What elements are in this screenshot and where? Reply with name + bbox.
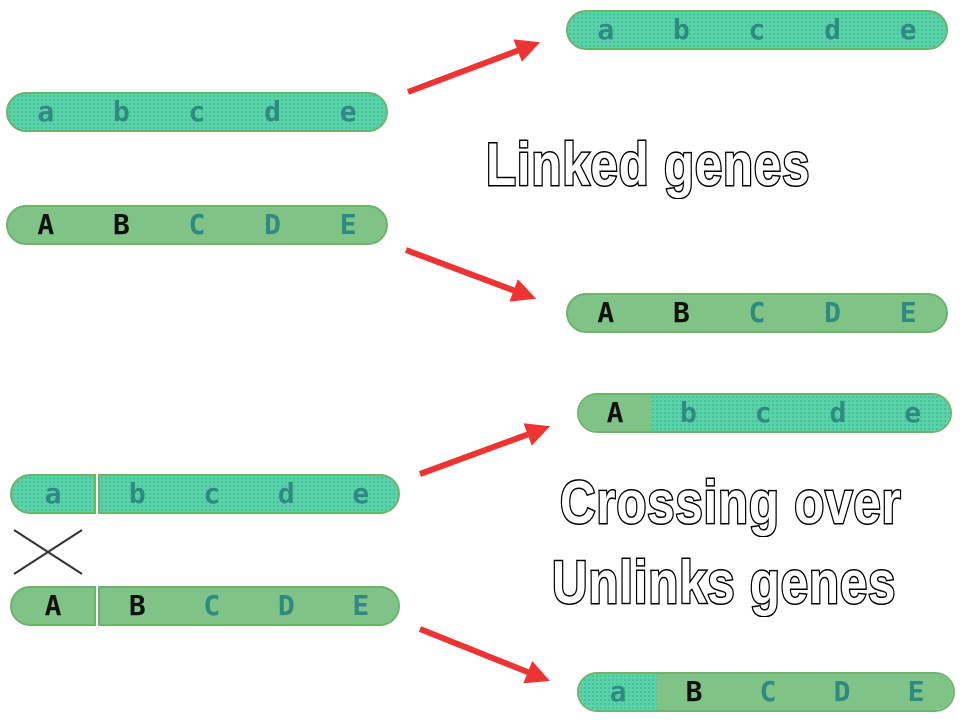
- gene-label: d: [824, 13, 841, 46]
- gene-label: b: [112, 95, 130, 128]
- gene-label: d: [277, 477, 295, 510]
- gene-label: a: [44, 477, 62, 510]
- gene-label: b: [128, 477, 146, 510]
- arrow-to-top-lowercase: [406, 39, 541, 95]
- crossover-mark-icon: [13, 529, 83, 575]
- linked-genes-label: Linked genes: [485, 130, 811, 200]
- gene-label: C: [748, 296, 766, 329]
- gene-label: B: [112, 208, 130, 241]
- gene-label: A: [37, 208, 55, 241]
- gene-label: d: [264, 95, 281, 128]
- gene-label: c: [754, 396, 772, 429]
- chromosome-segment-green: B C D E: [657, 674, 953, 710]
- arrow-to-recombinant-a: [418, 626, 551, 684]
- gene-label: c: [748, 13, 766, 46]
- gene-label: D: [833, 675, 851, 708]
- gene-label: E: [352, 589, 370, 622]
- arrow-to-top-uppercase: [404, 247, 537, 302]
- product-chromosome-lowercase: a b c d e: [566, 10, 948, 50]
- recombinant-chromosome-a-BCDE: a B C D E: [577, 672, 955, 712]
- recombinant-chromosome-A-bcde: A b c d e: [577, 393, 952, 433]
- gene-label: C: [188, 208, 206, 241]
- gene-label: C: [759, 675, 777, 708]
- gene-label: e: [339, 95, 357, 128]
- product-chromosome-uppercase: A B C D E: [566, 293, 948, 333]
- gene-label: A: [44, 589, 62, 622]
- gene-label: d: [829, 396, 847, 429]
- gene-label: D: [277, 589, 295, 622]
- gene-label: b: [672, 13, 690, 46]
- parent-chromosome-fragment-right-uppercase: B C D E: [98, 586, 400, 626]
- chromosome-segment-teal: a: [579, 674, 657, 710]
- gene-label: c: [188, 95, 206, 128]
- crossing-over-label: Crossing over: [559, 468, 902, 538]
- parent-chromosome-lowercase: a b c d e: [6, 92, 388, 132]
- gene-label: A: [606, 396, 624, 429]
- gene-label: e: [899, 13, 917, 46]
- gene-label: a: [609, 675, 627, 708]
- gene-label: D: [824, 296, 841, 329]
- chromosome-segment-green: A: [579, 395, 651, 431]
- gene-label: c: [203, 477, 221, 510]
- gene-label: B: [128, 589, 146, 622]
- gene-label: A: [597, 296, 615, 329]
- parent-chromosome-fragment-left-lowercase: a: [10, 474, 96, 514]
- parent-chromosome-uppercase: A B C D E: [6, 205, 388, 245]
- gene-label: E: [899, 296, 917, 329]
- gene-label: a: [37, 95, 55, 128]
- parent-chromosome-fragment-right-lowercase: b c d e: [98, 474, 400, 514]
- gene-label: C: [203, 589, 221, 622]
- gene-label: a: [597, 13, 615, 46]
- gene-label: E: [339, 208, 357, 241]
- arrow-to-recombinant-A: [418, 423, 551, 477]
- unlinks-genes-label: Unlinks genes: [551, 548, 897, 618]
- gene-label: B: [672, 296, 690, 329]
- gene-label: e: [352, 477, 370, 510]
- gene-label: b: [679, 396, 697, 429]
- chromosome-segment-teal: b c d e: [651, 395, 950, 431]
- gene-label: e: [904, 396, 922, 429]
- gene-label: E: [907, 675, 925, 708]
- gene-label: D: [264, 208, 281, 241]
- gene-label: B: [685, 675, 703, 708]
- parent-chromosome-fragment-left-uppercase: A: [10, 586, 96, 626]
